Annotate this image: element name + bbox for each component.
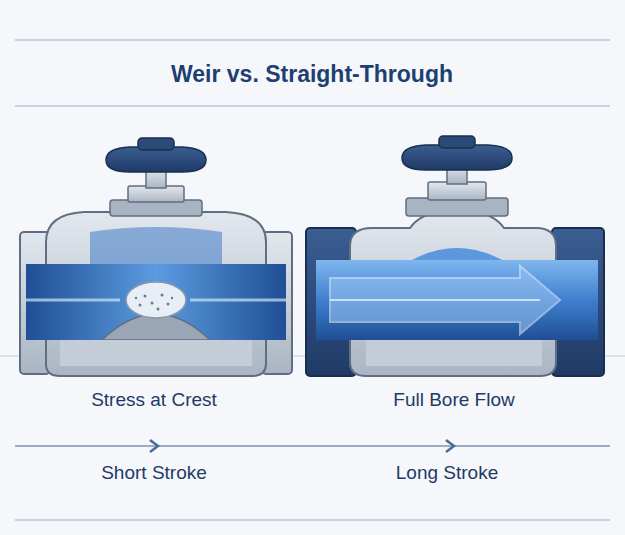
part-label: Stress at Crest [91,389,217,411]
stroke-label: Long Stroke [396,462,498,484]
diagram-title: Weir vs. Straight-Through [171,61,453,88]
part-label: Full Bore Flow [393,389,514,411]
stroke-label: Short Stroke [101,462,207,484]
